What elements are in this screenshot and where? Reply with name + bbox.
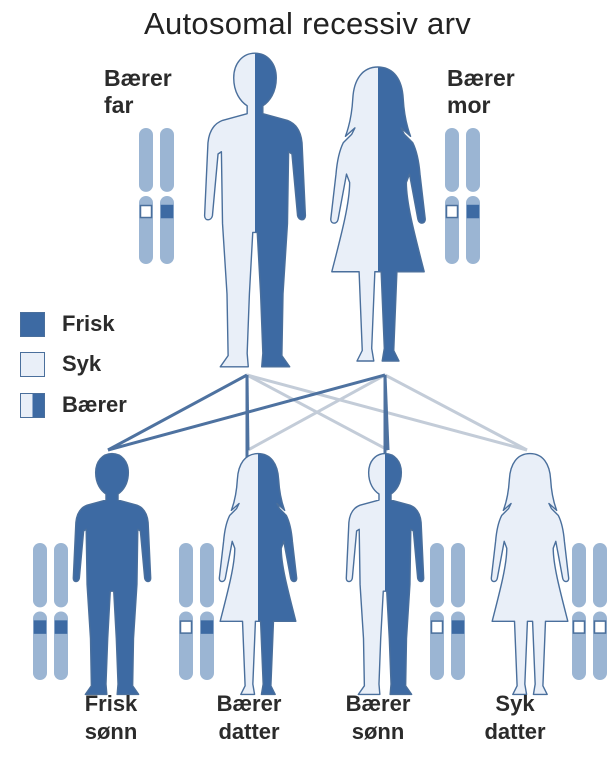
- child-figure-2: [219, 454, 296, 695]
- legend-swatch-syk: [20, 352, 45, 377]
- child-chromosomes-2: [179, 543, 214, 680]
- child-chromosomes-4-arm-top-1: [593, 543, 607, 607]
- child-chromosomes-2-arm-top-0: [179, 543, 193, 607]
- child-chromosomes-1-gene-0: [35, 621, 46, 633]
- child-chromosomes-4-gene-1: [595, 621, 606, 633]
- legend-item-syk: Syk: [20, 351, 101, 377]
- father-chromosomes-gene-1: [162, 206, 173, 218]
- legend-label-frisk: Frisk: [62, 311, 115, 337]
- father-chromosomes-arm-top-0: [139, 128, 153, 192]
- child-chromosomes-3: [430, 543, 465, 680]
- child-chromosomes-3-gene-1: [453, 621, 464, 633]
- child-figure-3: [346, 454, 423, 695]
- child-chromosomes-3-arm-top-1: [451, 543, 465, 607]
- cross-line-dark-0: [108, 375, 247, 450]
- father-chromosomes: [139, 128, 174, 264]
- cross-line-light-3: [385, 375, 527, 450]
- father-chromosomes-arm-top-1: [160, 128, 174, 192]
- child-chromosomes-2-arm-top-1: [200, 543, 214, 607]
- child-figure-1: [73, 454, 150, 695]
- child-chromosomes-4: [572, 543, 607, 680]
- diagram-title: Autosomal recessiv arv: [0, 6, 615, 42]
- child-label-2: Bærer datter: [194, 690, 304, 746]
- child-chromosomes-3-arm-top-0: [430, 543, 444, 607]
- father-figure: [205, 53, 306, 367]
- mother-label: Bærer mor: [447, 65, 515, 119]
- mother-chromosomes: [445, 128, 480, 264]
- legend-swatch-frisk: [20, 312, 45, 337]
- child-chromosomes-1-arm-top-0: [33, 543, 47, 607]
- father-label: Bærer far: [104, 65, 172, 119]
- mother-chromosomes-gene-0: [447, 206, 458, 218]
- child-chromosomes-1: [33, 543, 68, 680]
- child-chromosomes-1-arm-top-1: [54, 543, 68, 607]
- child-label-4: Syk datter: [460, 690, 570, 746]
- legend-item-frisk: Frisk: [20, 311, 115, 337]
- child-chromosomes-4-arm-top-0: [572, 543, 586, 607]
- legend-item-baerer: Bærer: [20, 392, 127, 418]
- legend-label-syk: Syk: [62, 351, 101, 377]
- father-chromosomes-gene-0: [141, 206, 152, 218]
- child-label-3: Bærer sønn: [323, 690, 433, 746]
- mother-chromosomes-arm-top-1: [466, 128, 480, 192]
- mother-chromosomes-gene-1: [468, 206, 479, 218]
- child-chromosomes-4-gene-0: [574, 621, 585, 633]
- child-chromosomes-2-gene-0: [181, 621, 192, 633]
- mother-figure: [331, 67, 426, 361]
- child-chromosomes-2-gene-1: [202, 621, 213, 633]
- legend-swatch-baerer: [20, 393, 45, 418]
- child-figure-4: [491, 454, 568, 695]
- child-chromosomes-1-gene-1: [56, 621, 67, 633]
- child-chromosomes-3-gene-0: [432, 621, 443, 633]
- child-label-1: Frisk sønn: [56, 690, 166, 746]
- legend-label-baerer: Bærer: [62, 392, 127, 418]
- mother-chromosomes-arm-top-0: [445, 128, 459, 192]
